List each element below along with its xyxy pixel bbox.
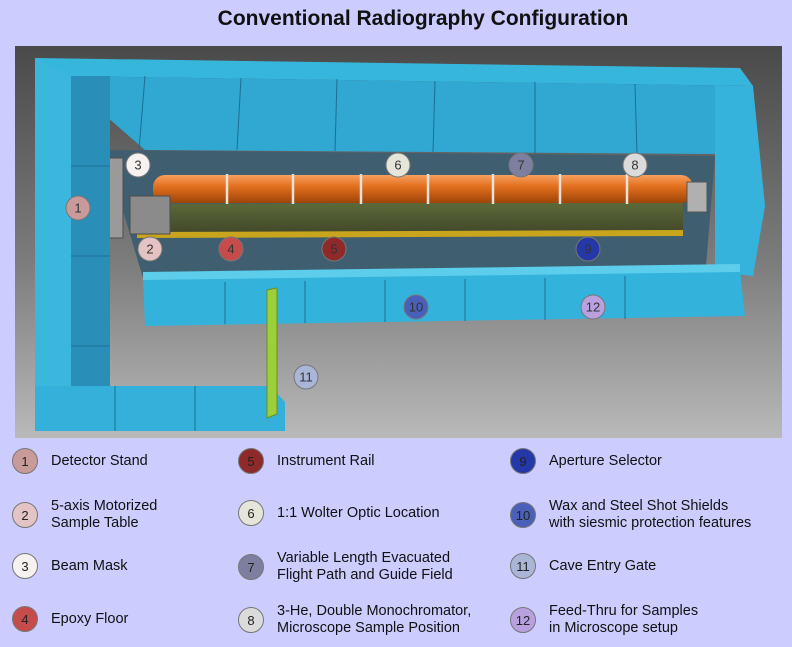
rail-yellow-edge [137,230,683,238]
legend-badge: 4 [12,606,38,632]
legend-badge: 2 [12,502,38,528]
page-title: Conventional Radiography Configuration [217,7,629,30]
legend-badge: 8 [238,607,264,633]
sample-table [129,195,171,235]
svg-text:9: 9 [584,242,591,257]
cave-render: 1 2 3 4 5 6 7 8 9 10 11 12 [15,46,782,438]
bottom-left-wall [35,386,285,431]
legend-badge: 10 [510,502,536,528]
legend-item-4: 4 Epoxy Floor [12,606,128,632]
legend-badge: 1 [12,448,38,474]
legend-item-9: 9 Aperture Selector [510,448,662,474]
legend-label: 5-axis Motorized Sample Table [51,498,158,531]
svg-text:1: 1 [74,201,81,216]
marker-10: 10 [403,294,429,320]
svg-text:4: 4 [227,242,234,257]
legend-badge: 11 [510,553,536,579]
legend-badge: 7 [238,554,264,580]
aperture-hardware [686,181,708,213]
legend-item-12: 12 Feed-Thru for Samples in Microscope s… [510,603,698,637]
cave-entry-gate [266,287,278,419]
legend-label: Epoxy Floor [51,610,129,627]
marker-9: 9 [575,236,601,262]
legend-item-3: 3 Beam Mask [12,553,128,579]
back-wall-face [60,76,753,154]
instrument-rail [135,202,683,236]
legend-label: Wax and Steel Shot Shields with siesmic … [549,498,752,531]
marker-7: 7 [508,152,534,178]
flight-path-tube [153,175,693,203]
marker-6: 6 [385,152,411,178]
svg-text:3: 3 [134,158,141,173]
legend-label: Beam Mask [51,557,128,574]
svg-text:10: 10 [409,300,423,315]
front-shield-top [143,264,740,280]
marker-8: 8 [622,152,648,178]
legend-label: Variable Length Evacuated Flight Path an… [277,550,453,583]
legend-badge: 9 [510,448,536,474]
legend-item-6: 6 1:1 Wolter Optic Location [238,500,440,526]
legend-label: Aperture Selector [549,452,662,469]
legend-label: 1:1 Wolter Optic Location [277,504,440,521]
svg-text:5: 5 [330,242,337,257]
svg-text:2: 2 [146,242,153,257]
legend-item-1: 1 Detector Stand [12,448,148,474]
legend-item-8: 8 3-He, Double Monochromator, Microscope… [238,603,471,637]
legend-badge: 6 [238,500,264,526]
legend-label: Feed-Thru for Samples in Microscope setu… [549,603,699,636]
legend-label: 3-He, Double Monochromator, Microscope S… [277,603,472,636]
svg-text:8: 8 [631,158,638,173]
tube-rings [225,174,629,204]
legend-badge: 12 [510,607,536,633]
marker-2: 2 [137,236,163,262]
marker-11: 11 [293,364,319,390]
svg-text:12: 12 [586,300,600,315]
left-wall [35,58,71,418]
marker-4: 4 [218,236,244,262]
legend-item-11: 11 Cave Entry Gate [510,553,656,579]
left-wall-face [71,76,110,418]
legend-item-7: 7 Variable Length Evacuated Flight Path … [238,550,453,584]
legend-badge: 3 [12,553,38,579]
svg-text:6: 6 [394,158,401,173]
legend-item-2: 2 5-axis Motorized Sample Table [12,498,157,532]
marker-1: 1 [65,195,91,221]
legend-label: Cave Entry Gate [549,557,657,574]
panel-seams [71,75,638,431]
marker-5: 5 [321,236,347,262]
svg-text:11: 11 [299,370,313,385]
legend-item-10: 10 Wax and Steel Shot Shields with siesm… [510,498,751,532]
legend-label: Instrument Rail [277,452,375,469]
legend-label: Detector Stand [51,452,148,469]
back-wall [35,58,753,86]
legend-badge: 5 [238,448,264,474]
svg-text:7: 7 [517,158,524,173]
right-wall [715,86,765,276]
marker-12: 12 [580,294,606,320]
legend-item-5: 5 Instrument Rail [238,448,375,474]
marker-3: 3 [125,152,151,178]
